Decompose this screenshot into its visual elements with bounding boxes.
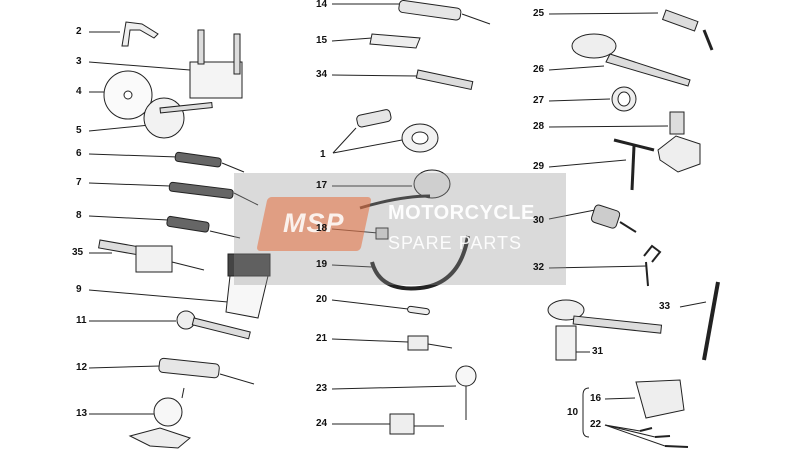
leader-lines [88,3,707,447]
callout-label: 24 [316,418,328,429]
callout-label: 29 [533,161,545,172]
callout-label: 12 [76,362,88,373]
callout-label: 20 [316,294,328,305]
callout-label: 7 [76,177,82,188]
callout-label: 22 [590,419,602,430]
callout-label: 6 [76,148,82,159]
callout-label: 5 [76,125,82,136]
callout-label: 3 [76,56,82,67]
callout-label: 10 [567,407,579,418]
watermark-logo-text: MSP [283,208,345,238]
tool-drawings [98,0,720,449]
watermark-line-2: SPARE PARTS [388,233,523,253]
callout-label: 11 [76,315,87,326]
watermark-line-1: MOTORCYCLE [388,202,535,224]
callout-label: 21 [316,333,328,344]
callout-label: 31 [592,346,604,357]
callout-label: 34 [316,69,328,80]
callout-label: 27 [533,95,545,106]
callout-label: 13 [76,408,88,419]
callout-label: 33 [659,301,671,312]
callout-label: 32 [533,262,545,273]
callout-label: 1 [320,149,326,160]
callout-label: 17 [316,180,328,191]
callout-label: 16 [590,393,602,404]
callout-label: 8 [76,210,82,221]
callout-label: 2 [76,26,82,37]
callout-label: 14 [316,0,328,10]
callout-label: 15 [316,35,328,46]
callout-label: 4 [76,86,82,97]
callout-label: 26 [533,64,545,75]
callout-label: 23 [316,383,328,394]
callout-label: 9 [76,284,82,295]
callout-label: 19 [316,259,328,270]
callout-label: 18 [316,223,328,234]
callout-label: 28 [533,121,545,132]
callout-label: 30 [533,215,545,226]
callout-label: 35 [72,247,84,258]
callout-label: 25 [533,8,545,19]
